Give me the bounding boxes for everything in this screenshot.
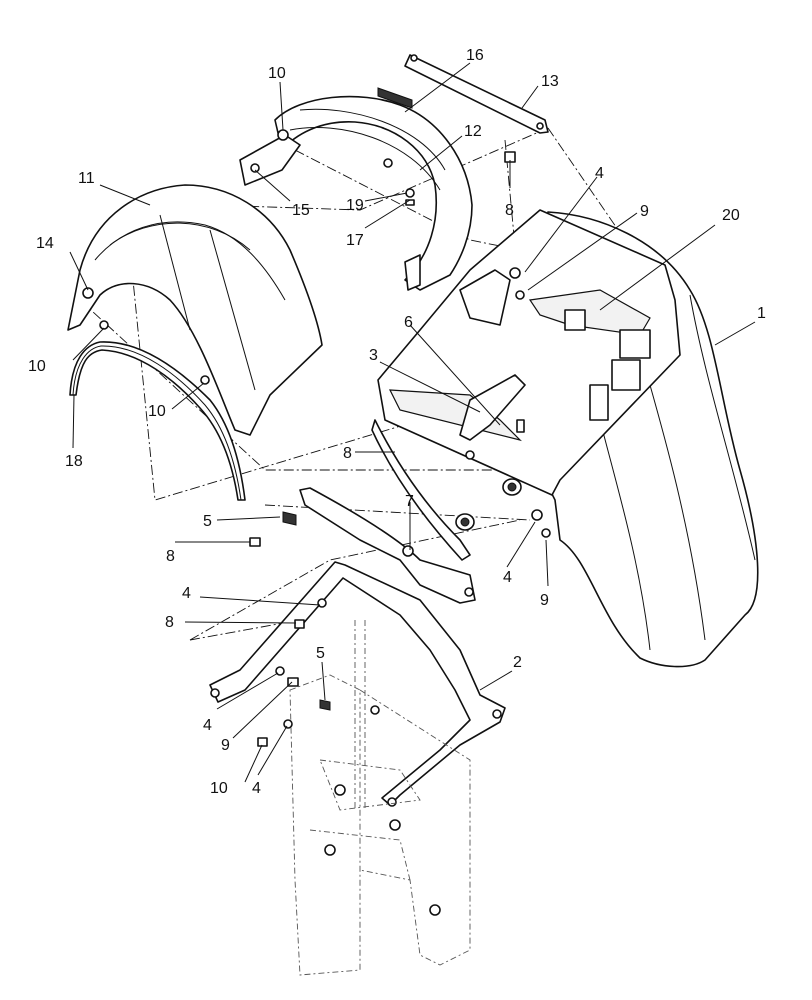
callout-13: 13 <box>541 73 559 90</box>
callout-9: 9 <box>221 737 230 754</box>
callout-12: 12 <box>464 123 482 140</box>
callout-3: 3 <box>369 347 378 364</box>
part-1-main-fender <box>371 209 759 668</box>
callout-4: 4 <box>252 780 261 797</box>
callout-14: 14 <box>36 235 54 252</box>
part-6-mounting-plate <box>459 374 526 460</box>
callout-2: 2 <box>513 654 522 671</box>
part-18-edge-strip <box>69 341 246 501</box>
callout-16: 16 <box>466 47 484 64</box>
callout-18: 18 <box>65 453 83 470</box>
part-16-clip-strip <box>377 87 413 109</box>
callout-5: 5 <box>316 645 325 662</box>
callout-4: 4 <box>203 717 212 734</box>
part-13-bracket-strip <box>404 54 549 134</box>
phantom-frame <box>289 620 471 976</box>
callout-8: 8 <box>165 614 174 631</box>
callout-8: 8 <box>166 548 175 565</box>
callout-10: 10 <box>210 780 228 797</box>
callout-10: 10 <box>28 358 46 375</box>
callout-9: 9 <box>640 203 649 220</box>
callout-17: 17 <box>346 232 364 249</box>
callout-7: 7 <box>405 493 414 510</box>
callout-10: 10 <box>148 403 166 420</box>
hardware <box>249 151 516 747</box>
callout-11: 11 <box>78 170 95 187</box>
callout-10: 10 <box>268 65 286 82</box>
callout-numbers: 1 2 3 4 4 4 4 4 5 5 6 7 8 8 8 8 9 9 9 10… <box>28 47 766 797</box>
callout-4: 4 <box>595 165 604 182</box>
callout-1: 1 <box>757 305 766 322</box>
callout-6: 6 <box>404 314 413 331</box>
callout-19: 19 <box>346 197 364 214</box>
callout-8: 8 <box>505 202 514 219</box>
callout-5: 5 <box>203 513 212 530</box>
part-11-front-fender <box>67 184 323 436</box>
callout-4: 4 <box>182 585 191 602</box>
leader-lines <box>69 62 756 783</box>
callout-15: 15 <box>292 202 310 219</box>
callout-9: 9 <box>540 592 549 609</box>
callout-8: 8 <box>343 445 352 462</box>
part-12-fender-shell <box>239 95 473 291</box>
callout-20: 20 <box>722 207 740 224</box>
part-7-support-bracket <box>299 487 476 604</box>
callout-4: 4 <box>503 569 512 586</box>
